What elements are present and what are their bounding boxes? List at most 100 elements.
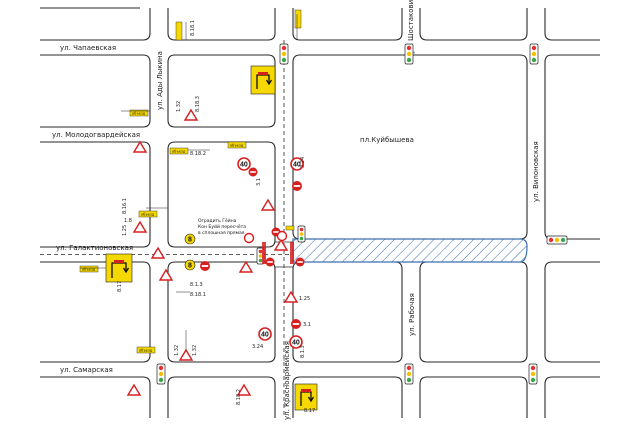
traffic-lights — [156, 43, 568, 385]
no-entry-sign-icon — [265, 257, 275, 267]
roadworks-sign-icon — [236, 383, 252, 396]
traffic-light-icon — [279, 43, 289, 65]
sign-code-labels: 8.18.1 1.32 8.18.3 8.18.2 3.24 3.1 1.25 … — [117, 20, 315, 414]
detour-plate: объезд — [79, 265, 99, 273]
detour-plate: объезд — [227, 141, 247, 149]
detour-scheme-sign-icon — [250, 65, 276, 95]
sign-code: 8.1.3 — [300, 345, 306, 358]
sign-code: 1.25 — [299, 296, 310, 302]
detour-signs: объезд объезд объезд объезд объезд объез… — [79, 9, 318, 411]
no-entry-signs — [200, 167, 305, 329]
svg-text:40: 40 — [292, 340, 300, 347]
traffic-light-icon — [528, 363, 538, 385]
svg-text:8: 8 — [188, 263, 192, 270]
speed-limit-signs: 40 40 40 40 — [237, 157, 304, 349]
street-label-vilonovskaya: ул. Вилоновская — [532, 141, 540, 202]
sign-code: 1.32 — [192, 345, 198, 356]
speed-limit-sign-icon: 40 — [289, 335, 303, 349]
sign-code: 1.32 — [174, 345, 180, 356]
detour-scheme-sign-icon — [294, 383, 318, 411]
sign-code: 8.17 — [117, 281, 123, 292]
square-label: пл.Куйбышева — [360, 136, 414, 144]
lane-direction-sign-icon: 8 — [184, 259, 196, 271]
sign-code: 1.25 — [122, 225, 128, 236]
sign-code: 8.18.2 — [190, 151, 206, 157]
svg-text:объезд: объезд — [141, 212, 155, 216]
sign-code: 3.24 — [300, 157, 306, 168]
detour-scheme-sign-icon — [105, 253, 133, 283]
street-label-krasnoarmeyskaya: ул. Красноармейская — [283, 341, 291, 420]
traffic-light-icon — [404, 363, 414, 385]
annotation-note: Оградить Гёйна Кон Буйй пересчёта в спло… — [198, 217, 246, 236]
svg-text:объезд: объезд — [172, 149, 186, 153]
note-line-1: Оградить Гёйна — [198, 217, 237, 224]
no-entry-sign-icon — [291, 319, 301, 329]
speed-limit-sign-icon: 40 — [237, 157, 251, 171]
roadworks-sign-icon — [178, 348, 194, 361]
sign-code: 1.32 — [176, 101, 182, 112]
svg-text:40: 40 — [293, 162, 301, 169]
svg-text:40: 40 — [261, 332, 269, 339]
roadworks-sign-icon — [183, 108, 199, 121]
sign-code: 8.1.3 — [190, 282, 203, 288]
no-entry-sign-icon — [243, 232, 255, 244]
traffic-light-icon — [297, 225, 306, 243]
roadworks-sign-icon — [126, 383, 142, 396]
sign-code: 8.18.1 — [190, 20, 196, 36]
detour-plate: объезд — [169, 147, 189, 155]
note-line-3: в сплошная прямая — [198, 231, 245, 236]
detour-plate: объезд — [138, 210, 158, 218]
svg-text:объезд: объезд — [82, 267, 96, 271]
street-label-molodogvardeyskaya: ул. Молодогвардейская — [52, 131, 140, 139]
closed-road-section — [292, 238, 528, 263]
roadworks-sign-icon — [132, 220, 148, 233]
street-label-samarskaya: ул. Самарская — [60, 366, 113, 374]
no-entry-sign-icon — [295, 257, 305, 267]
svg-text:40: 40 — [240, 162, 248, 169]
svg-text:объезд: объезд — [230, 143, 244, 147]
no-entry-sign-icon — [276, 230, 288, 242]
roadworks-sign-icon — [273, 238, 289, 251]
traffic-light-icon — [529, 43, 539, 65]
sign-code: 3.1 — [256, 178, 262, 186]
lane-direction-sign-icon: 8 — [184, 233, 196, 245]
sign-code: 8.16.1 — [122, 198, 128, 214]
lane-signs: 8 8 — [184, 233, 196, 271]
street-labels: ул. Чапаевская ул. Молодогвардейская ул.… — [52, 0, 540, 420]
roadworks-sign-icon — [150, 246, 166, 259]
sign-code: 8.18.1 — [190, 292, 206, 298]
roadworks-sign-icon — [238, 260, 254, 273]
sign-code: 8.18.2 — [236, 389, 242, 405]
no-entry-sign-icon — [200, 261, 210, 271]
traffic-light-icon — [156, 363, 166, 385]
traffic-light-icon — [546, 235, 568, 245]
note-line-2: Кон Буйй пересчёта — [198, 223, 246, 230]
no-entry-sign-icon — [292, 181, 302, 191]
street-label-shostakovicha: ул. Шостаковича — [407, 0, 415, 54]
detour-plate — [175, 21, 183, 41]
warning-signs — [126, 108, 299, 396]
roadworks-sign-icon — [260, 198, 276, 211]
roadworks-sign-icon — [132, 140, 148, 153]
detour-plate — [294, 9, 302, 29]
roadworks-sign-icon — [283, 290, 299, 303]
sign-code: 1.8 — [124, 218, 132, 224]
traffic-light-icon — [404, 43, 414, 65]
svg-text:объезд: объезд — [132, 111, 146, 115]
street-label-rabochaya: ул. Рабочая — [408, 293, 416, 336]
sign-posts — [80, 14, 298, 350]
detour-plate: объезд — [136, 346, 156, 354]
street-label-galaktionovskaya: ул. Галактионовская — [56, 244, 133, 252]
roadworks-sign-icon — [158, 268, 174, 281]
sign-code: 8.18.3 — [195, 96, 201, 112]
city-blocks — [40, 7, 600, 418]
sign-code: 8.17 — [304, 408, 315, 414]
street-label-ady-lyakina: ул. Ады Лыкина — [156, 51, 164, 110]
sign-code: 3.24 — [252, 344, 263, 350]
speed-limit-sign-icon: 40 — [290, 157, 304, 171]
barrier-markers — [262, 225, 295, 264]
no-entry-sign-icon — [248, 167, 258, 177]
sign-code: 3.1 — [303, 322, 311, 328]
svg-text:объезд: объезд — [139, 348, 153, 352]
